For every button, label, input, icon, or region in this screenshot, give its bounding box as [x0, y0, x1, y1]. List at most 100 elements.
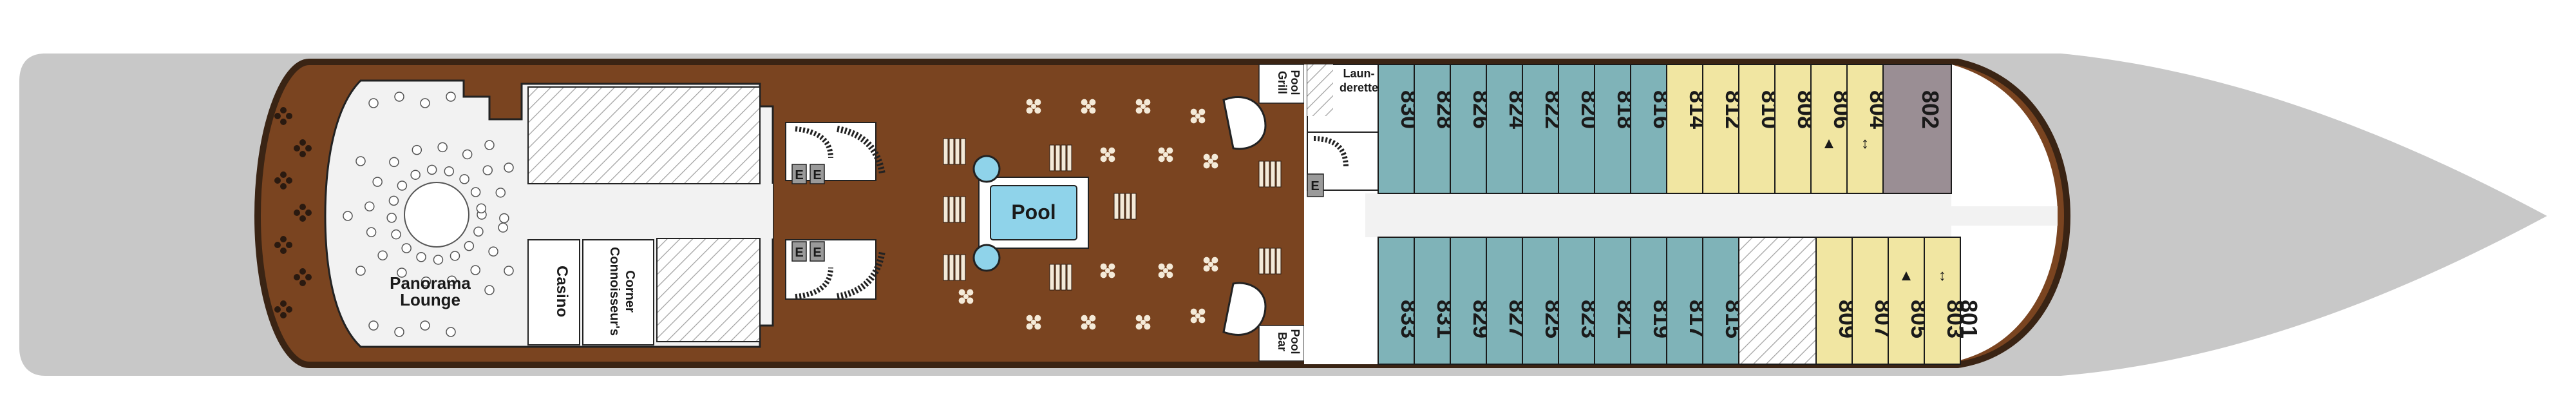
cabin-830[interactable]: 830: [1378, 64, 1423, 194]
dance-floor: [404, 182, 469, 248]
deck-table-chair: [1198, 117, 1206, 124]
stern-table: [274, 113, 281, 119]
deck-table-chair: [1081, 323, 1088, 330]
deck-table-chair: [1100, 263, 1107, 270]
deck-table: [1086, 320, 1091, 325]
deck-table-chair: [1211, 265, 1218, 272]
corridor-niche: [1824, 201, 1853, 229]
deck-table: [1141, 320, 1146, 325]
lounge-seat: [377, 250, 388, 260]
lounge-seat: [401, 243, 412, 253]
deck-table-chair: [1108, 271, 1115, 278]
cabin-hatched[interactable]: [1738, 237, 1817, 365]
pool-grill: Pool Grill: [1222, 64, 1305, 150]
lounge-seat: [437, 142, 448, 153]
sun-lounger: [954, 138, 960, 165]
deck-table-chair: [1026, 323, 1033, 330]
galley-top: [527, 86, 761, 184]
lounge-seat: [388, 195, 399, 206]
corridor-niche: [1754, 201, 1782, 229]
deck-table-chair: [1089, 107, 1096, 114]
elevator-label: E: [1311, 179, 1319, 193]
panorama-lounge-label: Panorama: [390, 273, 471, 293]
lounge-seat: [365, 201, 375, 211]
pool-bar: Pool Bar: [1222, 282, 1305, 362]
lounge-seat: [389, 157, 399, 168]
deck-table: [1031, 104, 1036, 109]
lounge-seat: [391, 229, 401, 240]
cabin-802[interactable]: 802: [1882, 64, 1952, 194]
cabin-833[interactable]: 833: [1378, 237, 1423, 365]
stern-table: [294, 274, 300, 280]
lounge-seat: [484, 285, 495, 295]
deck-table: [963, 294, 969, 299]
cabin-805[interactable]: 805▲: [1888, 237, 1933, 365]
launderette-label: Laun-: [1343, 67, 1375, 80]
cabin-number: 802: [1917, 90, 1944, 129]
elevator-label: E: [813, 168, 821, 182]
cabin-827[interactable]: 827: [1486, 237, 1531, 365]
deck-table-chair: [958, 297, 965, 304]
lounge-seat: [462, 149, 473, 160]
cabin-812[interactable]: 812: [1702, 64, 1747, 194]
deck-table-chair: [1203, 153, 1210, 161]
stern-table: [286, 113, 292, 119]
lounge-seat: [459, 174, 469, 184]
lounge-seat: [397, 268, 407, 278]
deck-table-chair: [1144, 323, 1151, 330]
corridor-niche: [1399, 201, 1428, 229]
deck-table-chair: [1158, 155, 1165, 162]
cabin-825[interactable]: 825: [1522, 237, 1567, 365]
lounge-seat: [368, 98, 379, 108]
cabin-804[interactable]: 804↕: [1846, 64, 1891, 194]
deck-table-chair: [1135, 315, 1142, 322]
stern-table: [299, 139, 306, 146]
lounge-seat: [484, 140, 495, 150]
cabin-807[interactable]: 807: [1852, 237, 1897, 365]
sun-lounger: [1270, 161, 1276, 188]
corridor-niches: [1399, 201, 1853, 229]
aft-elevators: E E E E: [791, 164, 825, 262]
sun-lounger: [1049, 264, 1055, 291]
stern-table: [299, 215, 306, 222]
deck-table-chair: [1135, 323, 1142, 330]
sun-lounger: [954, 254, 960, 281]
elevator-label: E: [813, 246, 821, 260]
deck-table-chair: [1089, 315, 1096, 322]
connoisseurs-corner-label: Connoisseur's: [607, 247, 621, 336]
cabin-801[interactable]: 801: [1956, 300, 1982, 338]
stern-table: [299, 280, 306, 286]
stern-table: [280, 236, 287, 242]
sun-lounger: [1119, 193, 1125, 220]
stern-table: [286, 242, 292, 248]
corridor-niche: [1470, 201, 1499, 229]
cabin-809[interactable]: 809: [1815, 237, 1861, 365]
lounge-seat: [420, 98, 430, 108]
sun-lounger: [1258, 161, 1264, 188]
stern-table: [305, 210, 312, 216]
lounge-seat: [343, 211, 353, 221]
stern-table: [280, 171, 287, 178]
lounge-seat: [498, 222, 508, 233]
pool-grill-label: Grill: [1276, 71, 1289, 94]
lounge-seat: [410, 170, 421, 180]
launderette-label: derette: [1340, 81, 1378, 94]
cabin-803[interactable]: 803↕: [1924, 237, 1969, 365]
casino-room: [527, 239, 580, 346]
elevator-label: E: [795, 246, 803, 260]
sun-lounger: [1061, 144, 1066, 171]
deck-table-chair: [1158, 271, 1165, 278]
deck-table-chair: [1034, 99, 1041, 106]
cabin-number: 803: [1942, 300, 1969, 338]
deck-table: [1105, 152, 1110, 157]
lounge-seat: [482, 165, 493, 175]
deck-table-chair: [1081, 315, 1088, 322]
stern-table: [274, 242, 281, 248]
corridor-niche: [1541, 201, 1569, 229]
cabin-821[interactable]: 821: [1594, 237, 1639, 365]
lounge-seat: [355, 266, 366, 276]
deck-table-chair: [1089, 99, 1096, 106]
stern-table: [280, 119, 287, 125]
deck-table-chair: [958, 289, 965, 296]
stern-table: [305, 145, 312, 151]
